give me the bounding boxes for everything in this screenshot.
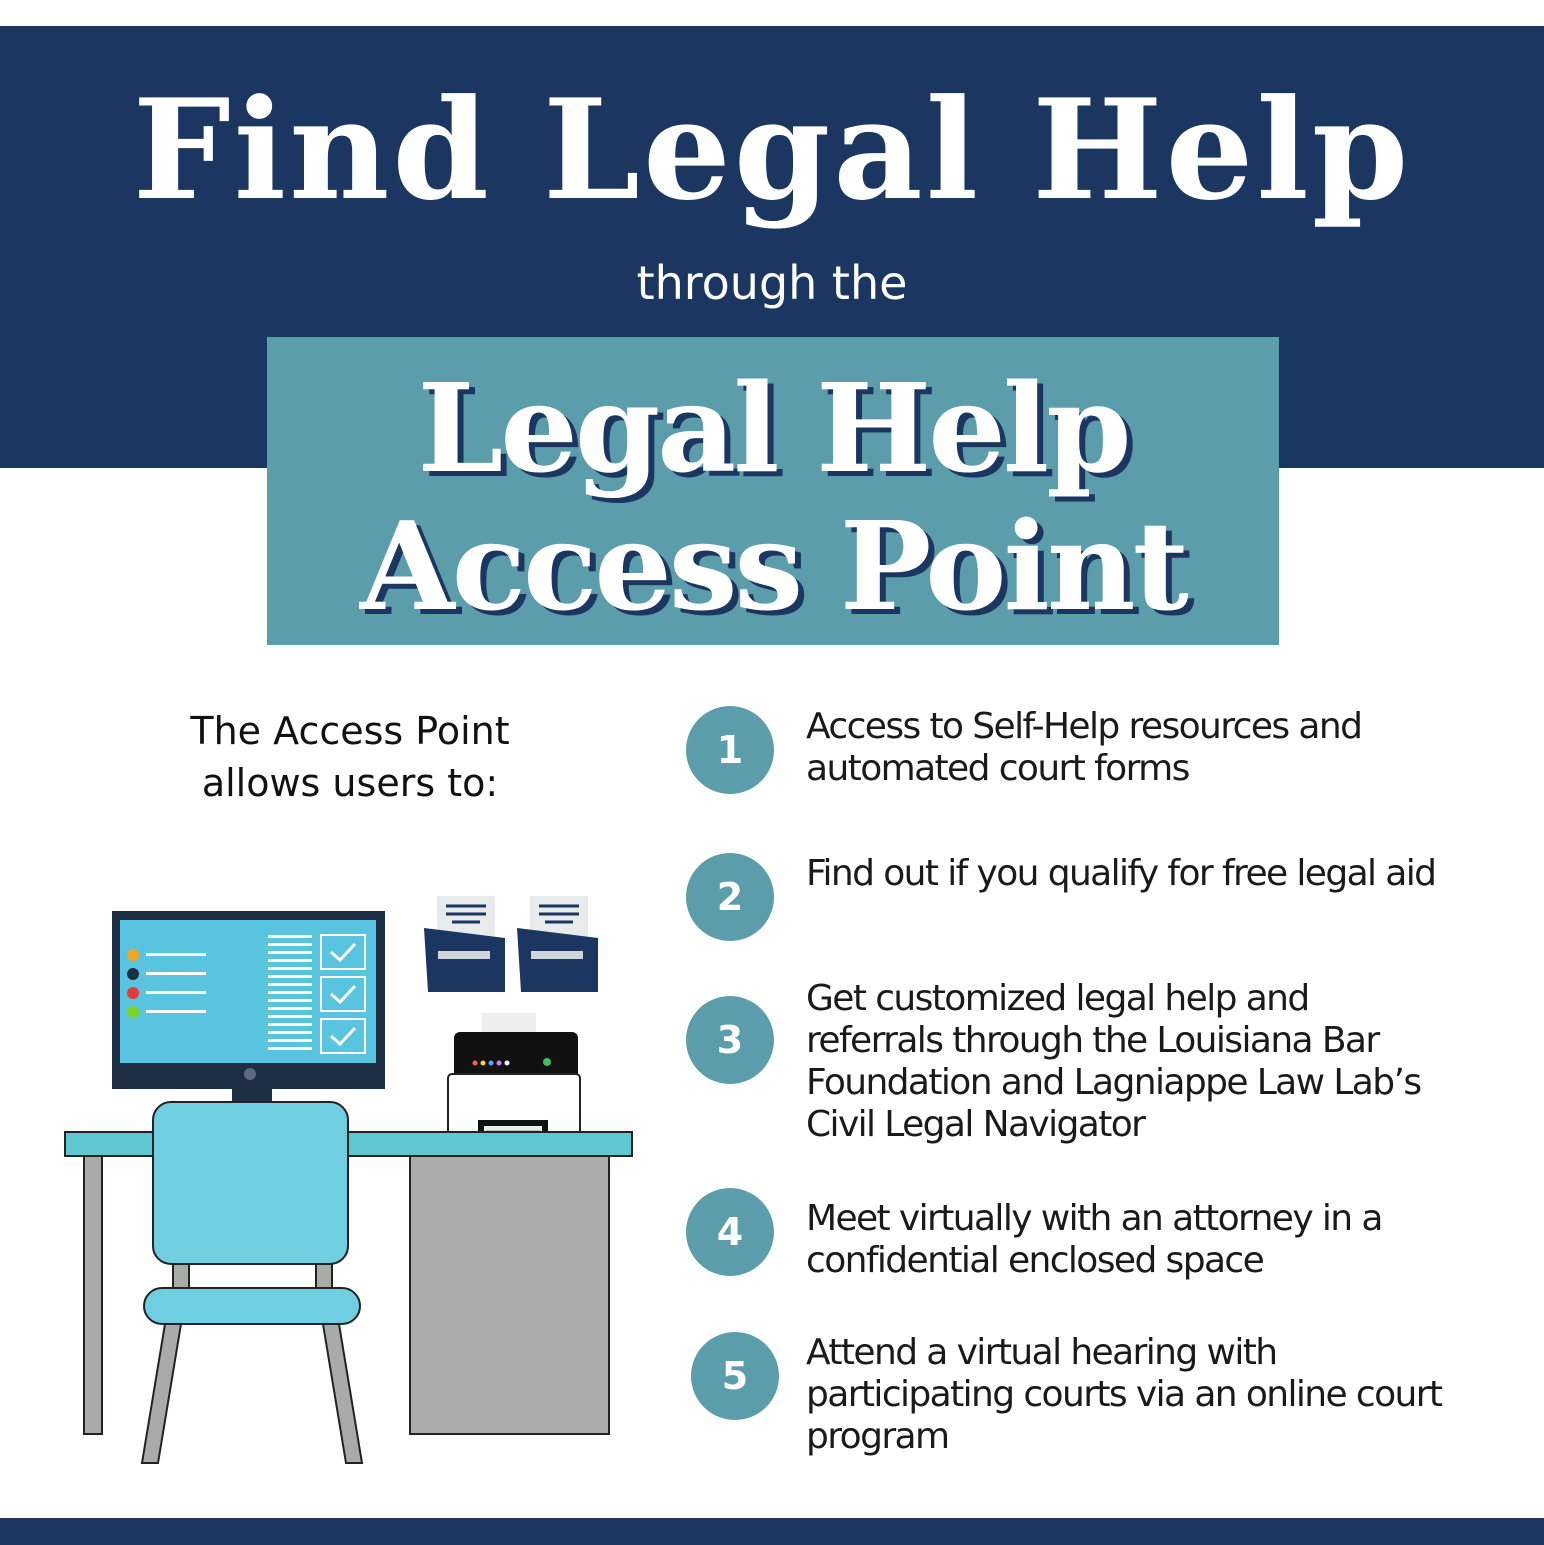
feature-number-badge: 2 xyxy=(686,853,774,941)
page-title: Find Legal Help xyxy=(132,68,1412,231)
brand-box: Legal Help Access Point xyxy=(267,337,1279,645)
feature-number-badge: 5 xyxy=(691,1332,779,1420)
feature-text: Attend a virtual hearing with participat… xyxy=(806,1332,1443,1457)
file-folder-icon xyxy=(424,896,505,992)
desktop-computer-icon xyxy=(112,911,385,1103)
feature-number-badge: 3 xyxy=(686,996,774,1084)
feature-text: Access to Self-Help resources and automa… xyxy=(806,706,1363,789)
intro-line-1: The Access Point xyxy=(190,709,510,753)
workstation-illustration xyxy=(64,896,633,1464)
footer-bar xyxy=(0,1518,1544,1545)
feature-text: Get customized legal help and referrals … xyxy=(806,978,1422,1145)
feature-text: Find out if you qualify for free legal a… xyxy=(806,853,1437,894)
brand-line-2: Access Point xyxy=(360,494,1189,638)
feature-number-badge: 4 xyxy=(686,1188,774,1276)
brand-line-1: Legal Help xyxy=(417,356,1131,500)
feature-text: Meet virtually with an attorney in a con… xyxy=(806,1198,1383,1281)
office-chair-icon xyxy=(140,1101,364,1464)
intro-text: The Access Point allows users to: xyxy=(110,705,590,809)
page-subtitle: through the xyxy=(636,256,908,310)
intro-line-2: allows users to: xyxy=(201,761,499,805)
feature-number-badge: 1 xyxy=(686,706,774,794)
file-folder-icon xyxy=(517,896,598,992)
